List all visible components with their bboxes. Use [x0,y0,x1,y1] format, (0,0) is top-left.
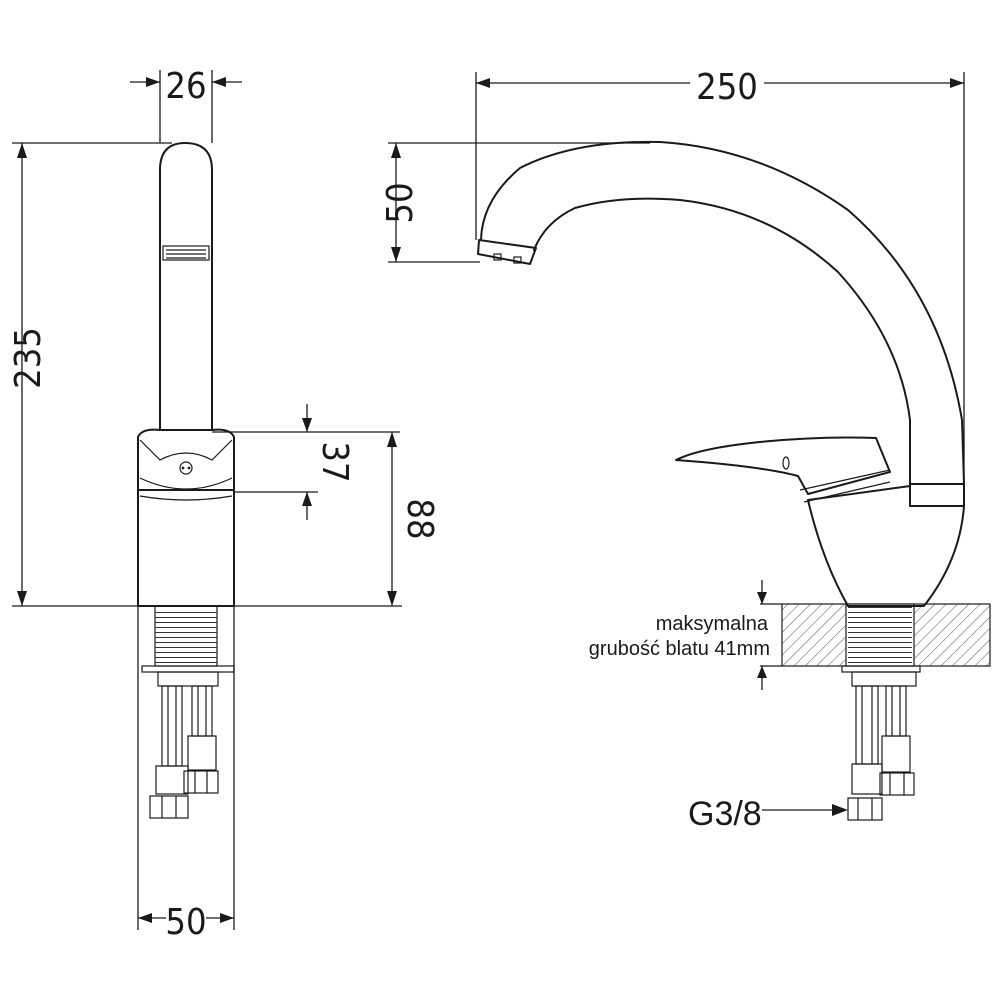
side-aerator [477,239,537,265]
side-mounting-plate [841,665,921,673]
dim-label-26: 26 [165,66,206,107]
dim-front-height-total: 235 [8,142,172,607]
front-aerator [162,245,210,261]
front-mounting-plate [141,665,235,673]
front-hose-left [149,685,189,819]
countertop-section [781,603,991,667]
dim-front-width-bottom: 50 [137,606,235,943]
side-spout [480,140,965,485]
side-view: 250 50 maksymalna grubość blatu 41mm G3/… [380,67,991,833]
dim-max-thickness [757,580,782,690]
dim-label-235: 235 [8,327,49,389]
dim-side-spout-height: 50 [380,142,650,263]
side-nut [851,671,917,687]
dim-side-reach: 250 [475,67,965,484]
side-hose-right [879,685,915,796]
dim-label-88: 88 [399,498,440,539]
dim-front-lever-height: 37 [212,404,400,520]
side-lever-pin [782,456,790,470]
front-lever-indicator [179,461,193,475]
dim-label-37: 37 [314,441,355,482]
front-lever [137,428,235,491]
note-max-thickness-line2: grubość blatu 41mm [589,638,770,660]
note-max-thickness-line1: maksymalna [656,613,769,635]
dim-front-body-height: 88 [234,432,440,607]
front-body [137,489,235,607]
front-view: 26 235 37 88 [8,66,440,943]
side-body [807,485,965,607]
connection-callout: G3/8 [688,795,848,833]
dim-front-width-top: 26 [130,66,242,143]
front-spout [159,142,213,431]
side-lever [675,436,891,495]
front-hose-right [183,685,219,794]
dim-label-50-side: 50 [380,182,421,223]
dim-label-250: 250 [696,67,758,108]
side-hose-left [847,685,883,821]
front-nut [157,671,219,687]
dim-label-50-bottom: 50 [165,902,206,943]
connection-label: G3/8 [688,795,762,833]
